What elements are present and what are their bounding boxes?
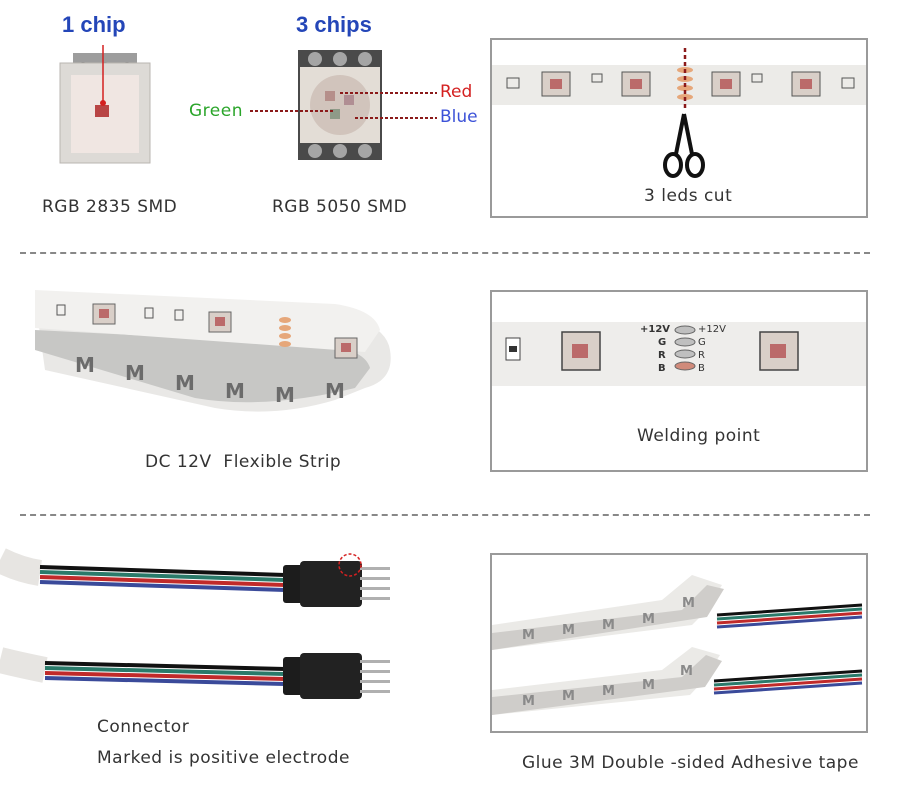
red-label: Red	[440, 82, 473, 102]
pad-label-left-b: B	[658, 363, 666, 374]
smd-5050-caption: RGB 5050 SMD	[272, 197, 408, 217]
pad-label-left-r: R	[658, 350, 666, 361]
svg-text:M: M	[275, 383, 295, 407]
connector-cables-image	[0, 548, 390, 699]
adhesive-tape-image: M M M M M M M M M M	[492, 575, 863, 715]
chip1-title: 1 chip	[62, 12, 126, 37]
svg-text:M: M	[75, 353, 95, 377]
pad-label-right-g: G	[698, 337, 706, 348]
connector-caption-line2: Marked is positive electrode	[97, 748, 350, 768]
welding-image-box: +12V G R B +12V G R B Welding point	[490, 290, 868, 472]
svg-text:M: M	[522, 628, 535, 643]
cut-image-box: 3 leds cut	[490, 38, 868, 218]
smd-2835-chip-image	[59, 45, 151, 164]
pad-label-right-r: R	[698, 350, 705, 361]
svg-text:M: M	[642, 678, 655, 693]
welding-caption: Welding point	[637, 426, 761, 446]
pad-label-left-12v: +12V	[640, 324, 671, 335]
pad-label-left-g: G	[658, 337, 667, 348]
svg-text:M: M	[602, 684, 615, 699]
cut-caption: 3 leds cut	[644, 186, 733, 206]
svg-text:M: M	[522, 694, 535, 709]
divider-1	[20, 252, 870, 254]
scissors-icon	[663, 113, 705, 178]
svg-text:M: M	[225, 379, 245, 403]
chip3-title: 3 chips	[296, 12, 372, 37]
connector-caption-line1: Connector	[97, 717, 190, 737]
strip-caption: DC 12V Flexible Strip	[145, 452, 342, 472]
welding-strip-image	[492, 322, 866, 386]
svg-text:M: M	[325, 379, 345, 403]
svg-text:M: M	[602, 618, 615, 633]
led-strip-top-image	[492, 65, 866, 105]
green-label: Green	[189, 101, 243, 121]
svg-text:M: M	[680, 664, 693, 679]
svg-text:M: M	[682, 596, 695, 611]
blue-label: Blue	[440, 107, 478, 127]
pad-label-right-b: B	[698, 363, 705, 374]
smd-2835-caption: RGB 2835 SMD	[42, 197, 178, 217]
divider-2	[20, 514, 870, 516]
svg-text:M: M	[562, 689, 575, 704]
chip-pointer-lines	[250, 92, 437, 119]
svg-text:M: M	[562, 623, 575, 638]
svg-text:M: M	[175, 371, 195, 395]
svg-text:M: M	[642, 612, 655, 627]
pad-label-right-12v: +12V	[698, 324, 726, 335]
svg-text:M: M	[125, 361, 145, 385]
cut-line	[683, 48, 687, 110]
flexible-strip-image: M M M M M M	[35, 290, 391, 412]
tape-caption: Glue 3M Double -sided Adhesive tape	[522, 753, 859, 773]
tape-image-box: M M M M M M M M M M	[490, 553, 868, 733]
smd-5050-chip-image	[298, 50, 382, 160]
